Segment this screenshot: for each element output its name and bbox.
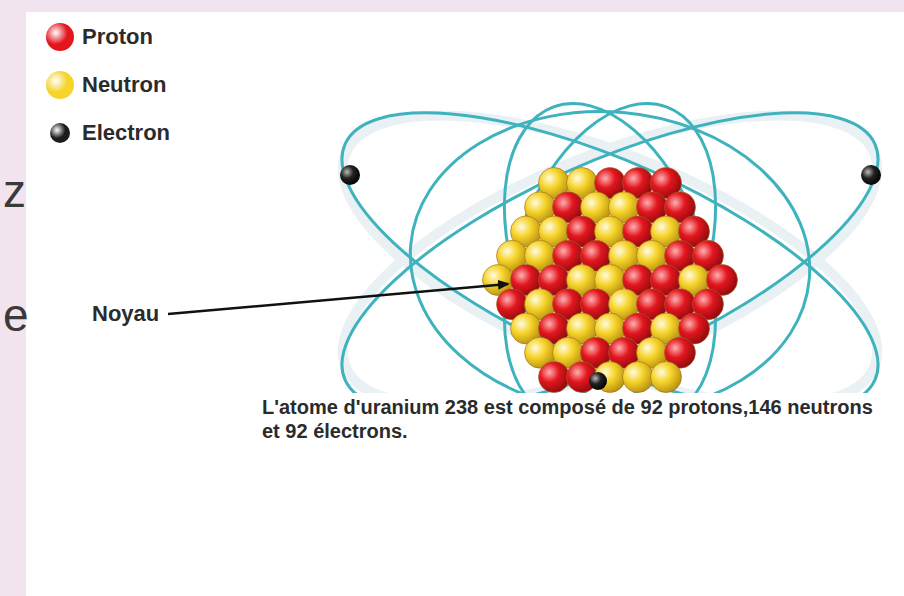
nucleon xyxy=(651,362,682,393)
legend-swatch xyxy=(46,71,74,99)
legend-label: Neutron xyxy=(82,72,166,98)
legend-label: Proton xyxy=(82,24,153,50)
cut-off-letter: e xyxy=(3,290,29,340)
leader-arrow xyxy=(168,284,508,314)
part-label: Noyau xyxy=(92,301,159,327)
cut-off-letter: z xyxy=(3,166,26,216)
legend-swatch xyxy=(50,123,70,143)
legend-label: Electron xyxy=(82,120,170,146)
nucleon xyxy=(539,362,570,393)
figure-caption: L'atome d'uranium 238 est composé de 92 … xyxy=(258,393,886,445)
nucleon xyxy=(623,362,654,393)
legend-swatch xyxy=(46,23,74,51)
electrons xyxy=(340,165,881,390)
nucleus xyxy=(483,168,738,393)
